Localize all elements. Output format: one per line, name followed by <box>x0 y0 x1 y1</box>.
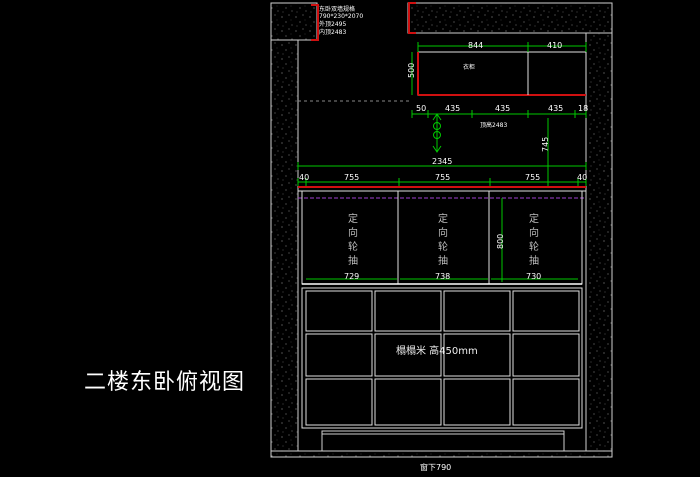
wardrobe-label: 衣柜 <box>463 63 475 71</box>
door-jambs <box>311 2 416 41</box>
top-wall-left <box>270 2 318 41</box>
left-wall <box>270 2 299 452</box>
wall-spec-note: 东卧双墙规格 790*230*2070 外顶2495 内顶2483 <box>319 5 363 36</box>
drawer-label-3: 定 向 轮 抽 <box>529 212 539 267</box>
dim-755-a: 755 <box>344 173 359 182</box>
dim-50: 50 <box>416 104 426 113</box>
wardrobe-dimensions <box>411 42 587 95</box>
tatami-grid <box>301 287 583 429</box>
svg-text:抽: 抽 <box>348 254 358 267</box>
window-label: 窗下790 <box>420 462 451 472</box>
note-line-2: 790*230*2070 <box>319 13 363 20</box>
svg-text:轮: 轮 <box>348 240 358 253</box>
drawer-label-2: 定 向 轮 抽 <box>438 212 448 267</box>
svg-text:向: 向 <box>438 226 448 239</box>
bed-width-dims <box>297 178 587 186</box>
svg-text:抽: 抽 <box>529 254 539 267</box>
note-line-4: 内顶2483 <box>319 28 346 36</box>
bed-top-dims <box>411 110 587 118</box>
svg-text:轮: 轮 <box>529 240 539 253</box>
dim-730: 730 <box>526 272 541 281</box>
window-sill <box>321 430 565 452</box>
wardrobe: 衣柜 <box>417 51 587 96</box>
top-wall-right <box>407 2 613 34</box>
dim-755-c: 755 <box>525 173 540 182</box>
svg-text:抽: 抽 <box>438 254 448 267</box>
dim-435-a: 435 <box>445 104 460 113</box>
svg-text:定: 定 <box>529 212 539 225</box>
svg-text:轮: 轮 <box>438 240 448 253</box>
dim-738: 738 <box>435 272 450 281</box>
dim-40-right: 40 <box>577 173 587 182</box>
svg-text:定: 定 <box>438 212 448 225</box>
drawer-label-1: 定 向 轮 抽 <box>348 212 358 267</box>
drawing-title: 二楼东卧俯视图 <box>84 370 246 395</box>
dim-18: 18 <box>578 104 588 113</box>
walls <box>270 2 613 458</box>
dim-729: 729 <box>344 272 359 281</box>
dim-435-b: 435 <box>495 104 510 113</box>
note-line-3: 外顶2495 <box>319 20 346 28</box>
ceiling-height-label: 顶高2483 <box>480 121 507 129</box>
svg-text:向: 向 <box>529 226 539 239</box>
dim-745: 745 <box>541 137 550 152</box>
ceiling-symbol <box>432 113 442 153</box>
note-line-1: 东卧双墙规格 <box>319 5 355 13</box>
total-width-dim <box>297 162 587 170</box>
dim-410: 410 <box>547 41 562 50</box>
dim-2345: 2345 <box>432 157 452 166</box>
dim-755-b: 755 <box>435 173 450 182</box>
dim-435-c: 435 <box>548 104 563 113</box>
tatami-label: 榻榻米 高450mm <box>396 344 478 357</box>
bottom-wall <box>270 450 613 458</box>
dim-800: 800 <box>496 234 505 249</box>
svg-text:定: 定 <box>348 212 358 225</box>
dim-500: 500 <box>407 63 416 78</box>
dim-40-left: 40 <box>299 173 309 182</box>
dim-844: 844 <box>468 41 483 50</box>
svg-text:向: 向 <box>348 226 358 239</box>
right-wall <box>585 2 613 452</box>
